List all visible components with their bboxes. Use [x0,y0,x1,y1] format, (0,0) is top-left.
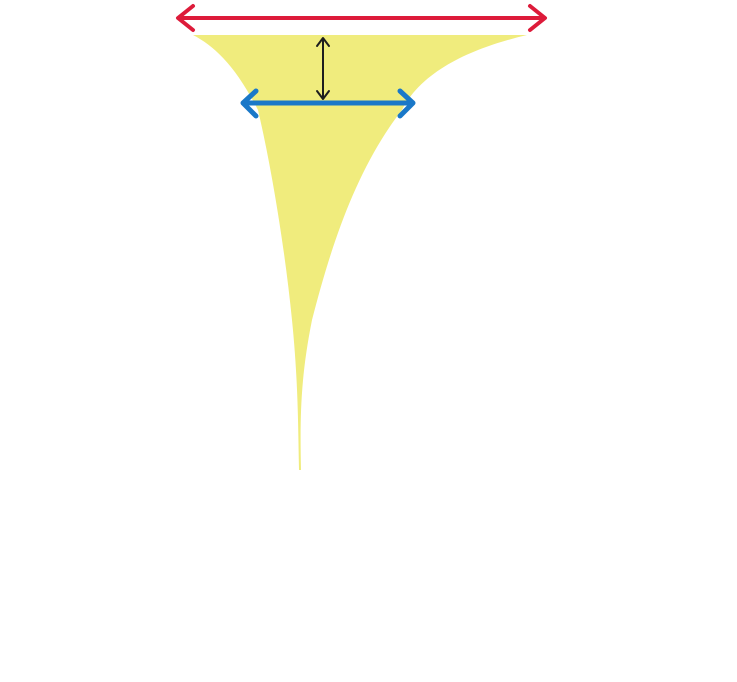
lower-width-arrow [240,88,416,119]
lower-width-arrow-right-head [397,88,416,119]
top-width-arrow-right-head [528,4,547,32]
separation-arrow-bottom-head [316,90,330,100]
separation-arrow-top-head [316,37,330,47]
top-width-arrow-left-head [176,4,195,32]
yellow-funnel-shape [193,35,527,470]
separation-arrow [316,37,330,100]
lower-width-arrow-left-head [240,88,259,119]
top-width-arrow [176,4,547,32]
